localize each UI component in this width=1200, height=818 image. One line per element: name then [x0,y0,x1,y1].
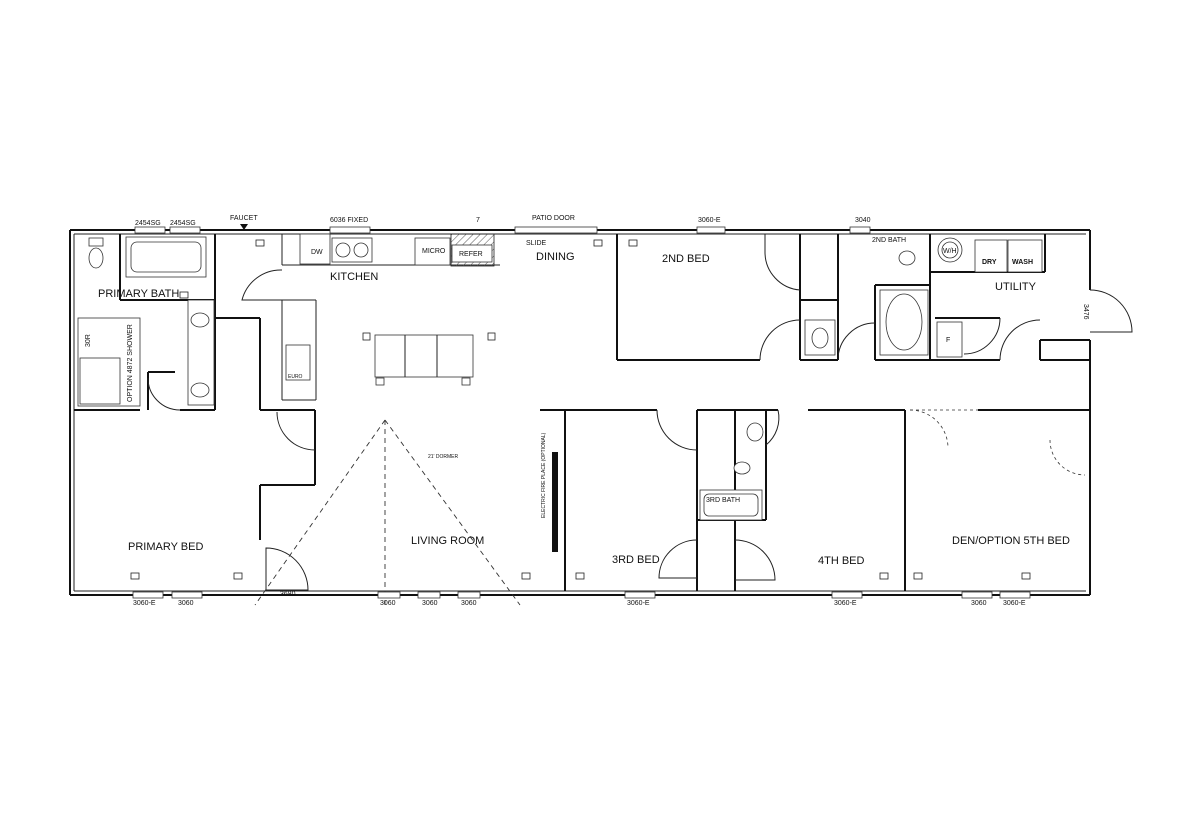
top-faucet: FAUCET [230,215,258,222]
fireplace [552,452,558,552]
room-dining: DINING [536,251,575,263]
bottom-window-1: 3060-E [133,600,156,607]
interior-walls [74,234,1090,591]
top-patio-door: PATIO DOOR [532,215,575,222]
top-slide: SLIDE [526,240,547,247]
label-shower-dim: 30R [85,334,92,347]
room-den: DEN/OPTION 5TH BED [952,535,1070,547]
top-window-4: 3060-E [698,217,721,224]
windows [132,224,1031,599]
room-primary-bath: PRIMARY BATH [98,288,179,300]
room-kitchen: KITCHEN [330,271,378,283]
bottom-window-3: 3060 [380,600,396,607]
label-furnace: F [946,337,950,344]
room-2nd-bed: 2ND BED [662,253,710,265]
top-window-3: 6036 FIXED [330,217,368,224]
bottom-labels: 3060-E 3060 3680 3060 3060 3060 3060-E 3… [133,591,1026,607]
room-primary-bed: PRIMARY BED [128,541,203,553]
faucet-marker [240,224,248,230]
exterior-walls [69,229,1091,596]
label-euro: EURO [288,374,303,380]
label-dormer: 21' DORMER [428,454,459,460]
bottom-door-1: 3680 [280,591,296,598]
vents [130,239,1031,580]
label-micro: MICRO [422,248,446,255]
room-labels: PRIMARY BATH KITCHEN DINING 2ND BED 2ND … [98,237,1070,567]
label-dry: DRY [982,259,997,266]
bottom-window-2: 3060 [178,600,194,607]
bottom-window-8: 3060 [971,600,987,607]
range [285,344,311,381]
top-window-5: 3040 [855,217,871,224]
bottom-window-9: 3060-E [1003,600,1026,607]
label-fireplace: ELECTRIC FIRE PLACE (OPTIONAL) [541,432,547,518]
dormer-outline [254,419,521,606]
fixture-labels: DW MICRO REFER 7 EURO W/H DRY WASH F OPT… [85,217,1033,518]
label-refer-num: 7 [476,217,480,224]
room-3rd-bed: 3RD BED [612,554,660,566]
room-4th-bed: 4TH BED [818,555,865,567]
label-wash: WASH [1012,259,1033,266]
kitchen-island [374,334,474,378]
fixtures [77,233,1043,552]
room-living: LIVING ROOM [411,535,484,547]
label-dw: DW [311,249,323,256]
bottom-window-6: 3060-E [627,600,650,607]
room-utility: UTILITY [995,281,1037,293]
bottom-window-7: 3060-E [834,600,857,607]
top-window-1: 2454SG [135,220,161,227]
top-labels: 2454SG 2454SG FAUCET 6036 FIXED PATIO DO… [135,215,871,247]
bottom-window-4: 3060 [422,600,438,607]
label-wh: W/H [943,248,957,255]
room-2nd-bath: 2ND BATH [872,237,906,244]
bottom-window-5: 3060 [461,600,477,607]
door-swings [147,234,1133,591]
top-window-2: 2454SG [170,220,196,227]
toilet [88,247,104,269]
furnace [936,321,963,358]
room-3rd-bath: 3RD BATH [706,497,740,504]
washer [1007,239,1043,273]
dryer [974,239,1008,273]
label-shower-option: OPTION 4872 SHOWER [127,324,134,402]
side-door-label: 3476 [1082,304,1089,320]
label-refer: REFER [459,251,483,258]
